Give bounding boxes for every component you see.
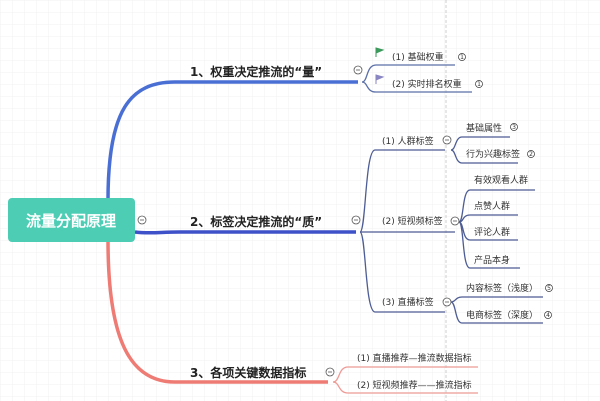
node-product[interactable]: 产品本身 — [474, 254, 510, 266]
node-commenters[interactable]: 评论人群 — [474, 226, 510, 238]
priority-badge-icon — [544, 311, 552, 319]
sub-connectors — [332, 64, 543, 394]
branch-1-label[interactable]: 1、权重决定推流的“量” — [190, 64, 322, 79]
node-likers[interactable]: 点赞人群 — [474, 200, 510, 212]
node-realtime-rank-weight[interactable]: (2) 实时排名权重 — [392, 78, 462, 90]
crowd-tags-collapse-button[interactable] — [442, 135, 452, 145]
node-short-video-recommend-metrics[interactable]: (2) 短视频推荐——推流指标 — [357, 379, 472, 391]
node-live-recommend-metrics[interactable]: (1) 直播推荐—推流数据指标 — [357, 352, 472, 364]
branch-2-collapse-button[interactable] — [351, 215, 361, 225]
svg-text:2: 2 — [529, 151, 533, 158]
branch-1-collapse-button[interactable] — [353, 65, 363, 75]
branch-3-collapse-button[interactable] — [325, 367, 335, 377]
node-crowd-tags[interactable]: (1) 人群标签 — [382, 135, 434, 147]
node-content-tags[interactable]: 内容标签（浅度） — [466, 282, 538, 294]
svg-text:1: 1 — [477, 81, 481, 88]
node-ecommerce-tags[interactable]: 电商标签（深度） — [466, 309, 538, 321]
svg-text:流量分配原理: 流量分配原理 — [26, 212, 116, 230]
branch-3-connector — [106, 239, 328, 384]
node-live-tags[interactable]: (3) 直播标签 — [382, 296, 434, 308]
root-node[interactable]: 流量分配原理 — [8, 198, 135, 242]
branch-1-connector — [106, 80, 358, 201]
node-effective-viewers[interactable]: 有效观看人群 — [474, 174, 528, 186]
svg-text:1: 1 — [460, 54, 464, 61]
priority-badge-icon — [458, 53, 466, 61]
node-short-video-tags[interactable]: (2) 短视频标签 — [382, 215, 443, 227]
node-behavior-interest-tags[interactable]: 行为兴趣标签 — [466, 148, 520, 160]
video-tags-collapse-button[interactable] — [450, 216, 460, 226]
branch-2-connector — [134, 230, 356, 235]
svg-text:5: 5 — [547, 285, 551, 292]
live-tags-collapse-button[interactable] — [442, 297, 452, 307]
node-basic-attributes[interactable]: 基础属性 — [466, 122, 502, 134]
root-collapse-button[interactable] — [137, 215, 147, 225]
branch-3-label[interactable]: 3、各项关键数据指标 — [190, 365, 306, 380]
node-basic-weight[interactable]: (1) 基础权重 — [392, 51, 444, 63]
svg-text:4: 4 — [546, 312, 550, 319]
green-flag-icon — [375, 47, 385, 57]
svg-text:3: 3 — [512, 124, 516, 131]
purple-flag-icon — [375, 74, 385, 84]
priority-badge-icon — [545, 284, 553, 292]
priority-badge-icon — [510, 123, 518, 131]
branch-2-label[interactable]: 2、标签决定推流的“质” — [190, 214, 322, 229]
priority-badge-icon — [527, 150, 535, 158]
priority-badge-icon — [475, 80, 483, 88]
